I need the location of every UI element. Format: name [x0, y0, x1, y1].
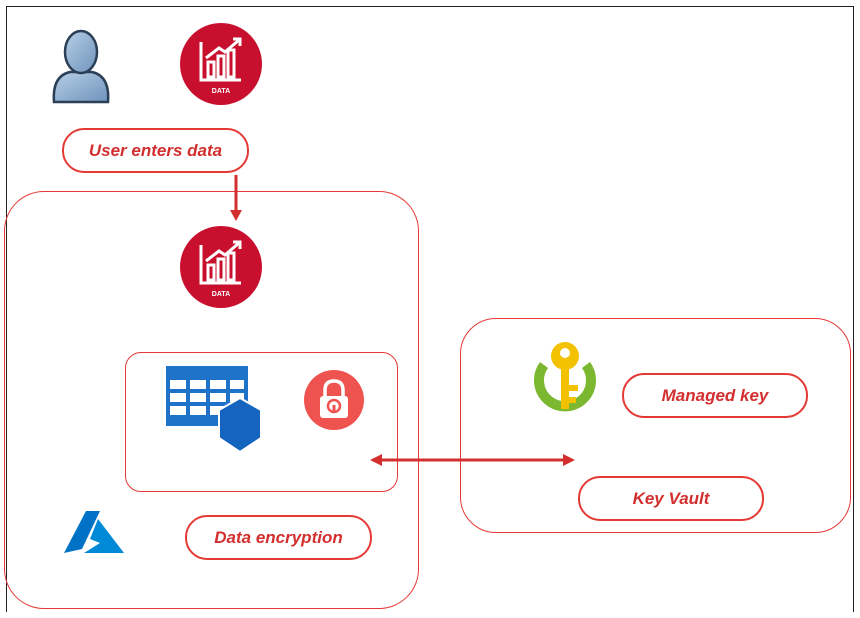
azure-container: [4, 191, 419, 609]
flow-arrow-down: [229, 175, 243, 228]
data-chart-icon: DATA: [179, 22, 263, 106]
azure-logo-icon: [64, 511, 124, 555]
key-vault-label: Key Vault: [578, 476, 764, 521]
data-icon-label: DATA: [212, 88, 230, 95]
key-vault-key-icon: [530, 339, 600, 421]
lock-icon: [303, 369, 365, 431]
data-chart-icon: DATA: [179, 225, 263, 309]
encryption-container: [125, 352, 398, 492]
managed-key-label: Managed key: [622, 373, 808, 418]
user-icon: [48, 24, 114, 104]
data-icon-label: DATA: [212, 291, 230, 298]
key-vault-container: [460, 318, 851, 533]
data-encryption-label: Data encryption: [185, 515, 372, 560]
page-frame: [6, 6, 854, 612]
bidirectional-arrow: [370, 452, 575, 473]
user-enters-data-label: User enters data: [62, 128, 249, 173]
table-database-icon: [166, 366, 270, 456]
